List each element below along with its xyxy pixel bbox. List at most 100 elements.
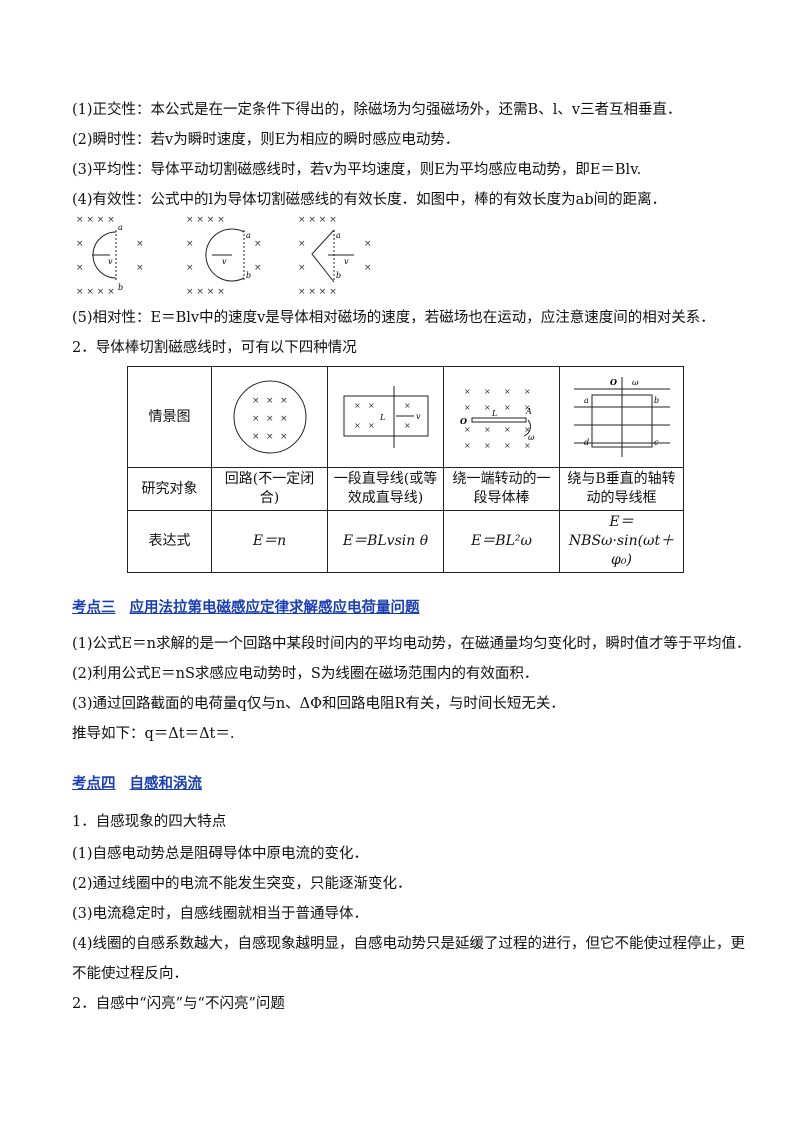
fig2-label-b: b: [246, 271, 251, 280]
svg-text:×: ×: [280, 432, 288, 442]
expression-rotating-frame: E＝NBSω·sin(ωt＋φ₀): [559, 510, 684, 573]
object-straight-wire: 一段直导线(或等效成直导线): [327, 467, 444, 511]
section3-line-2: (2)利用公式E＝nS求感应电动势时，S为线圈在磁场范围内的有效面积．: [72, 666, 539, 682]
svg-text:A: A: [525, 407, 532, 416]
svg-text:×: ×: [354, 401, 361, 410]
section3-line-4: 推导如下：q＝Δt＝Δt＝.: [72, 726, 235, 742]
section4-label: 考点四: [72, 775, 116, 792]
svg-text:×: ×: [504, 403, 511, 412]
scene-rotating-frame: O ω a b c d: [559, 366, 684, 468]
svg-text:×: ×: [368, 401, 375, 410]
rotating-rod-diagram: ×××× ×××× ×××× ×××× O L A ω: [460, 387, 535, 450]
svg-text:×: ×: [76, 263, 84, 273]
svg-text:×: ×: [136, 263, 144, 273]
svg-text:×: ×: [298, 239, 306, 249]
straight-wire-diagram: ××× ××× L v: [343, 386, 428, 448]
section3-heading: 考点三应用法拉第电磁感应定律求解感应电荷量问题: [72, 596, 420, 617]
svg-text:×: ×: [252, 432, 260, 442]
svg-text:×: ×: [524, 403, 531, 412]
svg-text:×: ×: [464, 441, 471, 450]
scene-loop: ××× ××× ×××: [211, 366, 328, 468]
svg-text:×: ×: [252, 396, 260, 406]
svg-text:×: ×: [254, 263, 262, 273]
svg-text:× × × ×: × × × ×: [298, 215, 337, 225]
fig2-label-v: v: [222, 257, 227, 266]
loop-diagram: ××× ××× ×××: [233, 380, 306, 454]
svg-text:×: ×: [484, 403, 491, 412]
svg-text:×: ×: [504, 441, 511, 450]
fig2-label-a: a: [246, 231, 251, 240]
svg-text:×: ×: [186, 239, 194, 249]
section4-line-6: 不能使过程反向．: [72, 966, 188, 982]
fig3-label-b: b: [336, 271, 341, 280]
svg-text:× × × ×: × × × ×: [76, 215, 115, 225]
scene-straight-wire: ××× ××× L v: [327, 366, 444, 468]
svg-text:b: b: [654, 396, 659, 405]
svg-text:×: ×: [524, 425, 531, 434]
section3-line-3: (3)通过回路截面的电荷量q仅与n、ΔΦ和回路电阻R有关，与时间长短无关．: [72, 696, 565, 712]
section4-line-4: (3)电流稳定时，自感线圈就相当于普通导体．: [72, 906, 369, 922]
svg-text:v: v: [416, 412, 421, 421]
fig3-label-v: v: [344, 257, 349, 266]
svg-text:× × × ×: × × × ×: [186, 215, 225, 225]
svg-text:×: ×: [464, 387, 471, 396]
section4-line-7: 2．自感中“闪亮”与“不闪亮”问题: [72, 996, 285, 1012]
expression-straight-wire: E＝BLvsin θ: [327, 510, 444, 573]
svg-text:L: L: [491, 409, 497, 418]
svg-text:ω: ω: [528, 433, 535, 442]
section3-title: 应用法拉第电磁感应定律求解感应电荷量问题: [129, 599, 420, 616]
row-header-scene: 情景图: [127, 366, 212, 468]
section4-line-5: (4)线圈的自感系数越大，自感现象越明显，自感电动势只是延缓了过程的进行，但它不…: [72, 936, 746, 952]
svg-text:×: ×: [254, 239, 262, 249]
svg-text:×: ×: [186, 263, 194, 273]
svg-text:×: ×: [464, 425, 471, 434]
effective-length-figures: × × × × × × × × × × × × × × × × × × × × × × …: [76, 215, 372, 297]
svg-text:O: O: [610, 377, 617, 387]
svg-text:× × × ×: × × × ×: [298, 287, 337, 297]
field-crosses: × × × × × × × × × × × × × × × × × × × × × × …: [76, 215, 372, 297]
svg-text:×: ×: [266, 414, 274, 424]
svg-text:×: ×: [484, 425, 491, 434]
svg-text:×: ×: [136, 239, 144, 249]
section4-line-2: (1)自感电动势总是阻碍导体中原电流的变化．: [72, 846, 369, 862]
fig2-arc: [205, 228, 245, 282]
paragraph-instantaneity: (2)瞬时性：若v为瞬时速度，则E为相应的瞬时感应电动势．: [72, 132, 460, 148]
row-header-object: 研究对象: [127, 467, 212, 511]
svg-text:×: ×: [464, 403, 471, 412]
fig3-bent-rod: [311, 229, 335, 283]
object-rotating-frame: 绕与B垂直的轴转动的导线框: [559, 467, 684, 511]
expression-loop: E＝n: [211, 510, 328, 573]
svg-text:×: ×: [504, 387, 511, 396]
paragraph-effectiveness: (4)有效性：公式中的l为导体切割磁感线的有效长度．如图中，棒的有效长度为ab间…: [72, 192, 667, 208]
svg-text:×: ×: [364, 239, 372, 249]
svg-text:c: c: [654, 438, 659, 447]
svg-text:×: ×: [266, 396, 274, 406]
fig1-label-v: v: [108, 257, 113, 266]
svg-text:×: ×: [484, 441, 491, 450]
object-rotating-rod: 绕一端转动的一段导体棒: [443, 467, 560, 511]
svg-text:× × × ×: × × × ×: [186, 287, 225, 297]
cases-table: 情景图 × × × × × × × × × × × × × × ×: [127, 366, 684, 573]
svg-text:×: ×: [368, 421, 375, 430]
svg-text:×: ×: [404, 401, 411, 410]
svg-text:×: ×: [252, 414, 260, 424]
svg-text:L: L: [379, 413, 385, 422]
svg-text:O: O: [460, 416, 467, 426]
svg-text:×: ×: [76, 239, 84, 249]
svg-text:×: ×: [524, 441, 531, 450]
paragraph-orthogonality: (1)正交性：本公式是在一定条件下得出的，除磁场为匀强磁场外，还需B、l、v三者…: [72, 102, 682, 118]
object-loop: 回路(不一定闭合): [211, 467, 328, 511]
section3-label: 考点三: [72, 599, 116, 616]
section3-line-1: (1)公式E＝n求解的是一个回路中某段时间内的平均电动势，在磁通量均匀变化时，瞬…: [72, 636, 751, 652]
svg-text:d: d: [584, 438, 589, 447]
fig3-label-a: a: [336, 231, 341, 240]
expression-rotating-rod: E＝BL²ω: [443, 510, 560, 573]
section4-line-1: 1．自感现象的四大特点: [72, 814, 227, 830]
row-header-expression: 表达式: [127, 510, 212, 573]
svg-text:ω: ω: [632, 378, 639, 387]
section4-heading: 考点四自感和涡流: [72, 772, 202, 793]
svg-text:×: ×: [524, 387, 531, 396]
paragraph-average: (3)平均性：导体平动切割磁感线时，若v为平均速度，则E为平均感应电动势，即E＝…: [72, 162, 642, 178]
svg-text:×: ×: [354, 421, 361, 430]
